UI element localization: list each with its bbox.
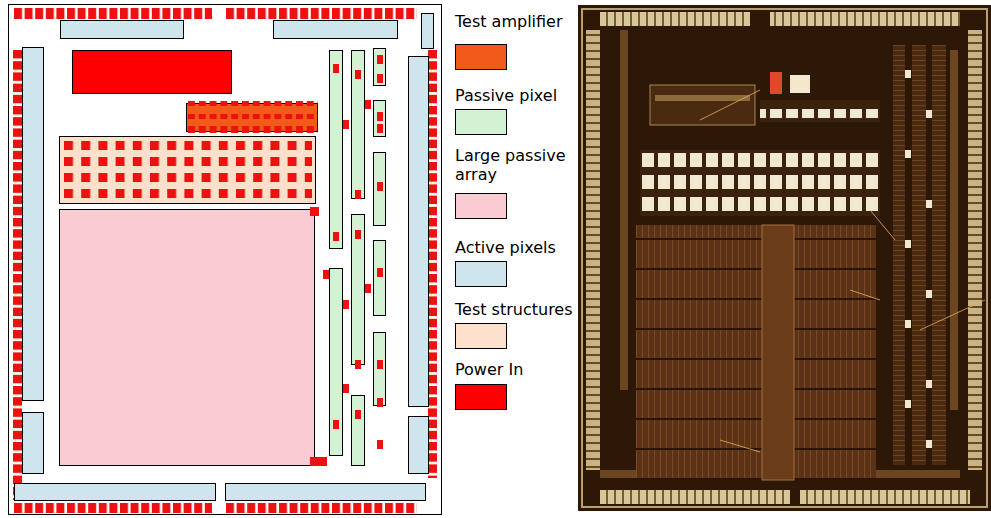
legend-swatch xyxy=(455,384,507,410)
legend-label: Passive pixel xyxy=(455,86,557,105)
legend-swatch xyxy=(455,193,507,219)
legend-label: Active pixels xyxy=(455,238,556,257)
legend-label: Test structures xyxy=(455,300,573,319)
legend-swatch xyxy=(455,44,507,70)
legend-label: Large passive array xyxy=(455,146,573,184)
legend-label: Power In xyxy=(455,360,523,379)
legend-swatch xyxy=(455,323,507,349)
legend-swatch xyxy=(455,109,507,135)
legend-label: Test amplifier xyxy=(455,12,563,31)
legend-swatch xyxy=(455,261,507,287)
